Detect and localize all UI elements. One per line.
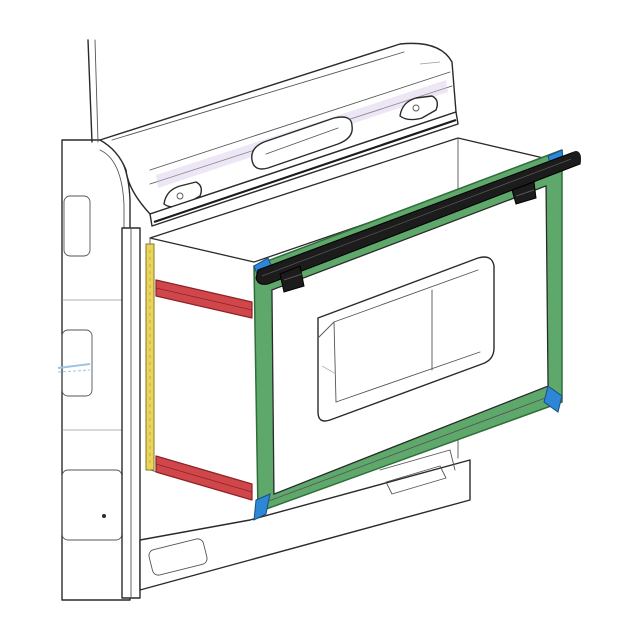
cabinet-left-panel (61, 139, 131, 601)
side-screw (102, 514, 106, 518)
corner-mount-bottom-right (543, 385, 563, 413)
latch-icon (399, 95, 439, 121)
cabinet-body (57, 39, 471, 601)
cabinet-base (139, 459, 471, 591)
top-handle-bar (255, 151, 581, 293)
top-panel (99, 42, 459, 227)
hinge-icon (511, 181, 537, 205)
cabinet-pole (87, 39, 93, 143)
handle-icon (251, 116, 353, 170)
cabinet-edge-contour (99, 149, 125, 597)
base-slot-right (385, 465, 447, 495)
hinge-icon (279, 265, 305, 293)
base-slot-left (148, 538, 208, 576)
corner-mount-bottom-left (253, 493, 271, 521)
drawer-compartment (145, 137, 553, 501)
side-screen-tint (57, 363, 91, 369)
side-recess-upper (63, 195, 91, 257)
handle-end-cap (571, 151, 581, 165)
door-window (317, 256, 495, 422)
side-recess-middle (61, 329, 93, 397)
door-frame (253, 149, 565, 521)
